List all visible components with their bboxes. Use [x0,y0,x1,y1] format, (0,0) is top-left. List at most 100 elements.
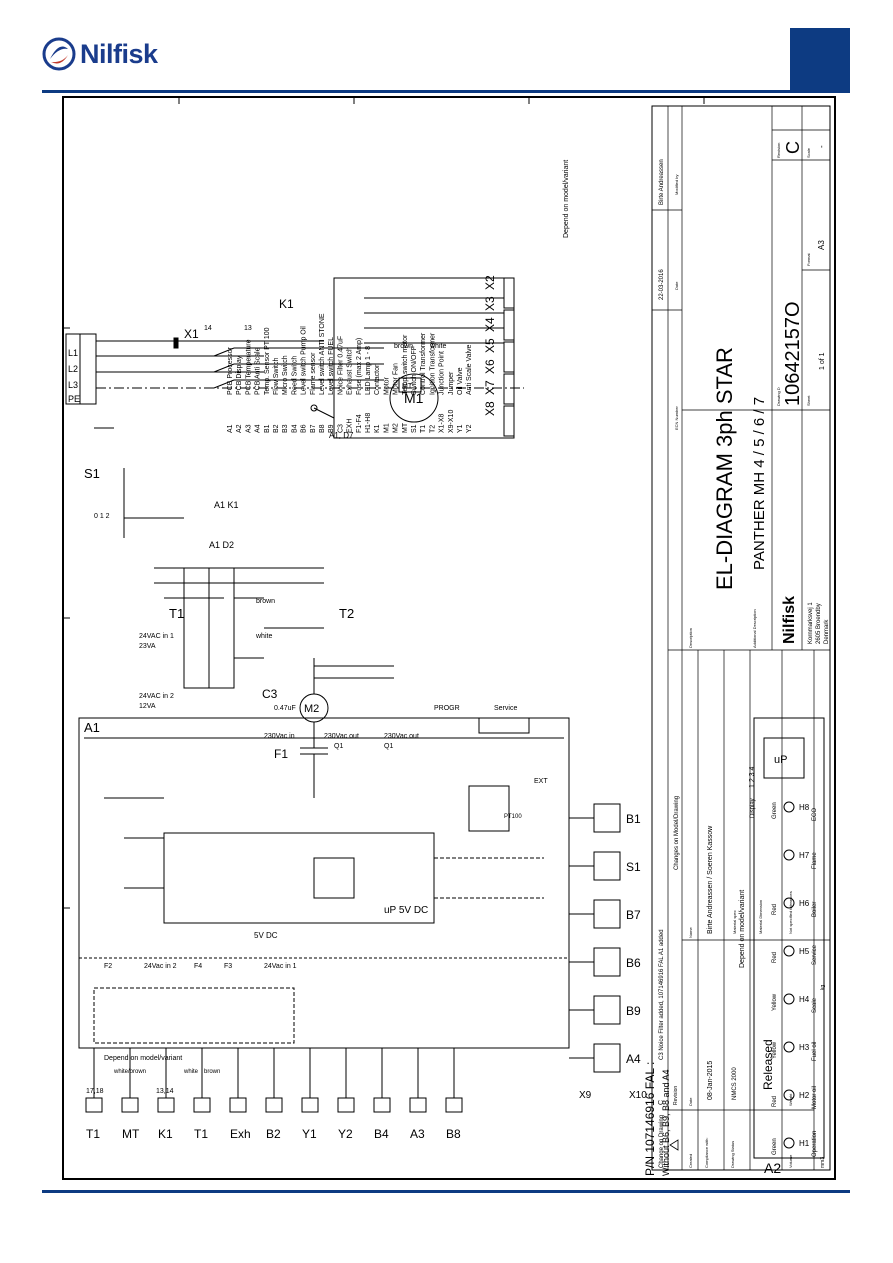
c3-label: C3 [262,687,278,701]
led-function: ECO [812,808,818,821]
legend-text: PCB Anti Scale [255,347,262,395]
led-icon [783,1137,795,1149]
mains-labels: L1 L2 L3 PE X1 K1 14 13 M1 MT brown whit… [68,297,446,440]
x1-label: X1 [184,327,199,341]
legend-code: B8 [319,424,326,433]
material-dim-label: Material Dimension [758,900,763,934]
x9-label: X9 [579,1090,592,1101]
sensor-label: B1 [626,812,641,826]
legend-text: Noice Filter 0.47uF [337,336,344,395]
created-date: 08-Jan-2015 [707,1061,714,1100]
corner-tab [790,28,850,90]
led-color: Green [772,1138,778,1155]
legend-code: A2 [236,424,243,433]
t1b-pins: 13,14 [156,1088,174,1095]
switch-labels: S1 0 1 2 T1 24VAC in 1 23VA 24VAC in 2 1… [84,466,354,715]
legend-code: X9-X10 [448,410,455,433]
c3-value: 0.47uF [274,705,296,712]
a1-d2-label: A1 D2 [209,540,234,550]
drawing-status-label: Drawing Status [730,1141,735,1168]
mt-label: MT [402,383,413,390]
compliance-label: Compliance with: [704,1138,709,1168]
company-logo: Nilfisk [781,596,798,644]
pe-label: PE [68,394,80,404]
component-label: B8 [446,1127,461,1141]
progr-label: PROGR [434,705,460,712]
date-label-2: Date [688,1097,693,1106]
board-depend-note: Depend on model/variant [104,1055,182,1062]
brand-name: Nilfisk [80,38,158,69]
change-text: C3 Noice Filter added, 107146916 FAL A1 … [659,929,665,1060]
l3-label: L3 [68,380,78,390]
change-on-drawing: Change on Drawing [659,1115,665,1168]
m1-label: M1 [404,390,424,406]
legend-code: B6 [301,424,308,433]
legend-text: Motor Fan [393,363,400,395]
terminal-label: X6 [483,359,497,374]
drawing-title: EL-DIAGRAM 3ph STAR [712,347,737,590]
led-color: Yellow [772,1041,778,1059]
title-block: Change on Drawing C C3 Noice Filter adde… [651,105,831,1171]
legend-code: S1 [411,424,418,433]
x10-label: X10 [629,1090,647,1101]
legend-text: LED Lamp 1 - 8 [365,346,372,395]
component-symbol [121,1097,139,1113]
led-color: Green [772,802,778,819]
brown-wire-2: brown [256,598,275,605]
legend-text: Fuse (max 2 Amp) [356,338,363,395]
sensor-label: B9 [626,1004,641,1018]
white-wire-2: white [255,633,272,640]
display-labels: A2 uP Depend on model/variant Display 1 … [739,754,787,1176]
legend-code: Y1 [457,424,464,433]
t1-in1-va: 23VA [139,643,156,650]
ac1-label: 24Vac in 1 [264,963,297,970]
legend-code: K1 [374,424,381,433]
legend-code: A4 [255,424,262,433]
name1: Birte Andreassen [659,159,665,205]
display-depend: Depend on model/variant [739,890,746,968]
date1: 22-03-2016 [659,269,665,300]
component-label: Y1 [302,1127,317,1141]
legend-note: Depend on model/variant [563,160,570,238]
legend-text: Flow Switch [273,358,280,395]
component-label: B2 [266,1127,281,1141]
a1-board-label: A1 [84,720,100,735]
component-symbol [229,1097,247,1113]
date-label: Date [674,281,679,290]
change-caption: Changes on Model/Drawing [674,796,680,870]
legend-text: Control Transformer [420,332,427,395]
component-label: Exh [230,1127,251,1141]
q1-label: Q1 [334,743,343,750]
additional-desc-label: Additional Description [752,609,757,648]
tolerances-label: Not specified tolerances [788,891,793,934]
legend-text: Flame sensor [310,352,317,395]
t1-label: T1 [169,606,184,621]
revision-col: Revision [673,1086,679,1105]
led-icon [783,1089,795,1101]
led-icon [783,801,795,813]
led-function: Operation [812,1131,818,1157]
led-icon [783,897,795,909]
service-label: Service [494,705,517,712]
legend-text: Junction Point [439,351,446,395]
s1-positions: 0 1 2 [94,513,110,520]
t2-label: T2 [339,606,354,621]
component-symbol [265,1097,283,1113]
legend-text: Temp. switch motor [402,334,409,395]
dc-label: 5V DC [254,931,278,940]
drawing-number: 10642157O [782,301,804,406]
compliance: NMCS 2000 [732,1067,738,1100]
s1-label: S1 [84,466,100,481]
t1a-pins: 17,18 [86,1088,104,1095]
board-labels: A1 F1 230Vac in 230Vac out 230Vac out Q1… [84,705,548,1062]
t1-in1: 24VAC in 1 [139,633,174,640]
switch-transformer-section [123,468,394,798]
warning-icon [669,1139,679,1151]
q1b-label: Q1 [384,743,393,750]
legend-code: F1-F4 [356,414,363,433]
brown-wire: brown [394,343,413,350]
legend-code: B9 [328,424,335,433]
f1-label: F1 [274,747,288,761]
